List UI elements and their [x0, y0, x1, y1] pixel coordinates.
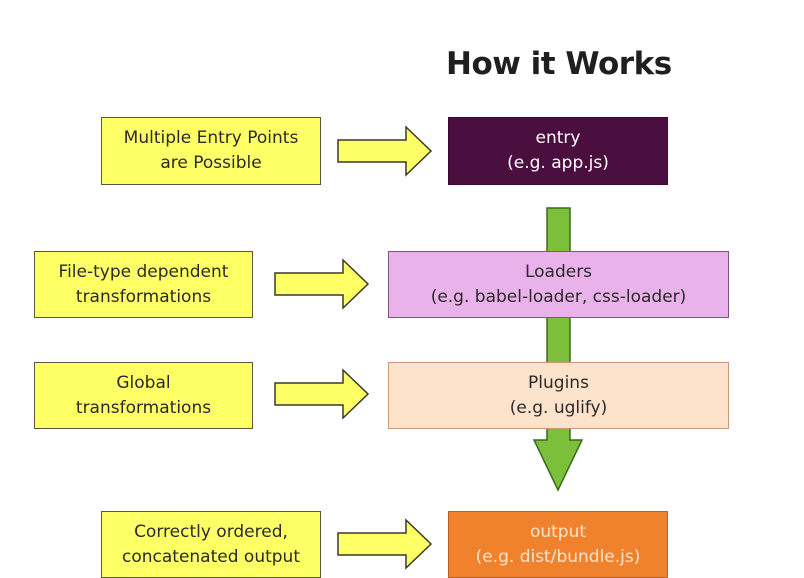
page-title: How it Works [446, 46, 672, 82]
side-arrow-loaders [274, 258, 370, 310]
note-file-type-line1: File-type dependent [58, 261, 229, 282]
loaders-example: (e.g. babel-loader, css-loader) [430, 286, 687, 307]
note-file-type: File-type dependent transformations [34, 251, 253, 318]
plugins-example: (e.g. uglify) [509, 397, 608, 418]
note-output-line2: concatenated output [122, 546, 300, 567]
side-arrow-plugins [274, 368, 370, 420]
note-output-line1: Correctly ordered, [134, 521, 288, 542]
output-box: output (e.g. dist/bundle.js) [448, 511, 668, 578]
side-arrow-entry [337, 125, 433, 177]
output-example: (e.g. dist/bundle.js) [475, 546, 641, 567]
entry-example: (e.g. app.js) [507, 153, 609, 173]
loaders-label: Loaders [524, 261, 593, 282]
note-output: Correctly ordered, concatenated output [101, 511, 321, 578]
entry-box: entry (e.g. app.js) [448, 117, 668, 185]
plugins-label: Plugins [528, 372, 589, 393]
note-entry-points: Multiple Entry Points are Possible [101, 117, 321, 185]
note-global-line1: Global [116, 372, 171, 393]
note-file-type-line2: transformations [75, 286, 212, 307]
note-entry-points-line2: are Possible [160, 153, 262, 173]
plugins-box: Plugins (e.g. uglify) [388, 362, 729, 429]
note-global: Global transformations [34, 362, 253, 429]
side-arrow-output [337, 518, 433, 570]
note-global-line2: transformations [75, 397, 212, 418]
loaders-box: Loaders (e.g. babel-loader, css-loader) [388, 251, 729, 318]
note-entry-points-line1: Multiple Entry Points [123, 128, 299, 148]
entry-label: entry [535, 128, 581, 148]
output-label: output [529, 521, 587, 542]
